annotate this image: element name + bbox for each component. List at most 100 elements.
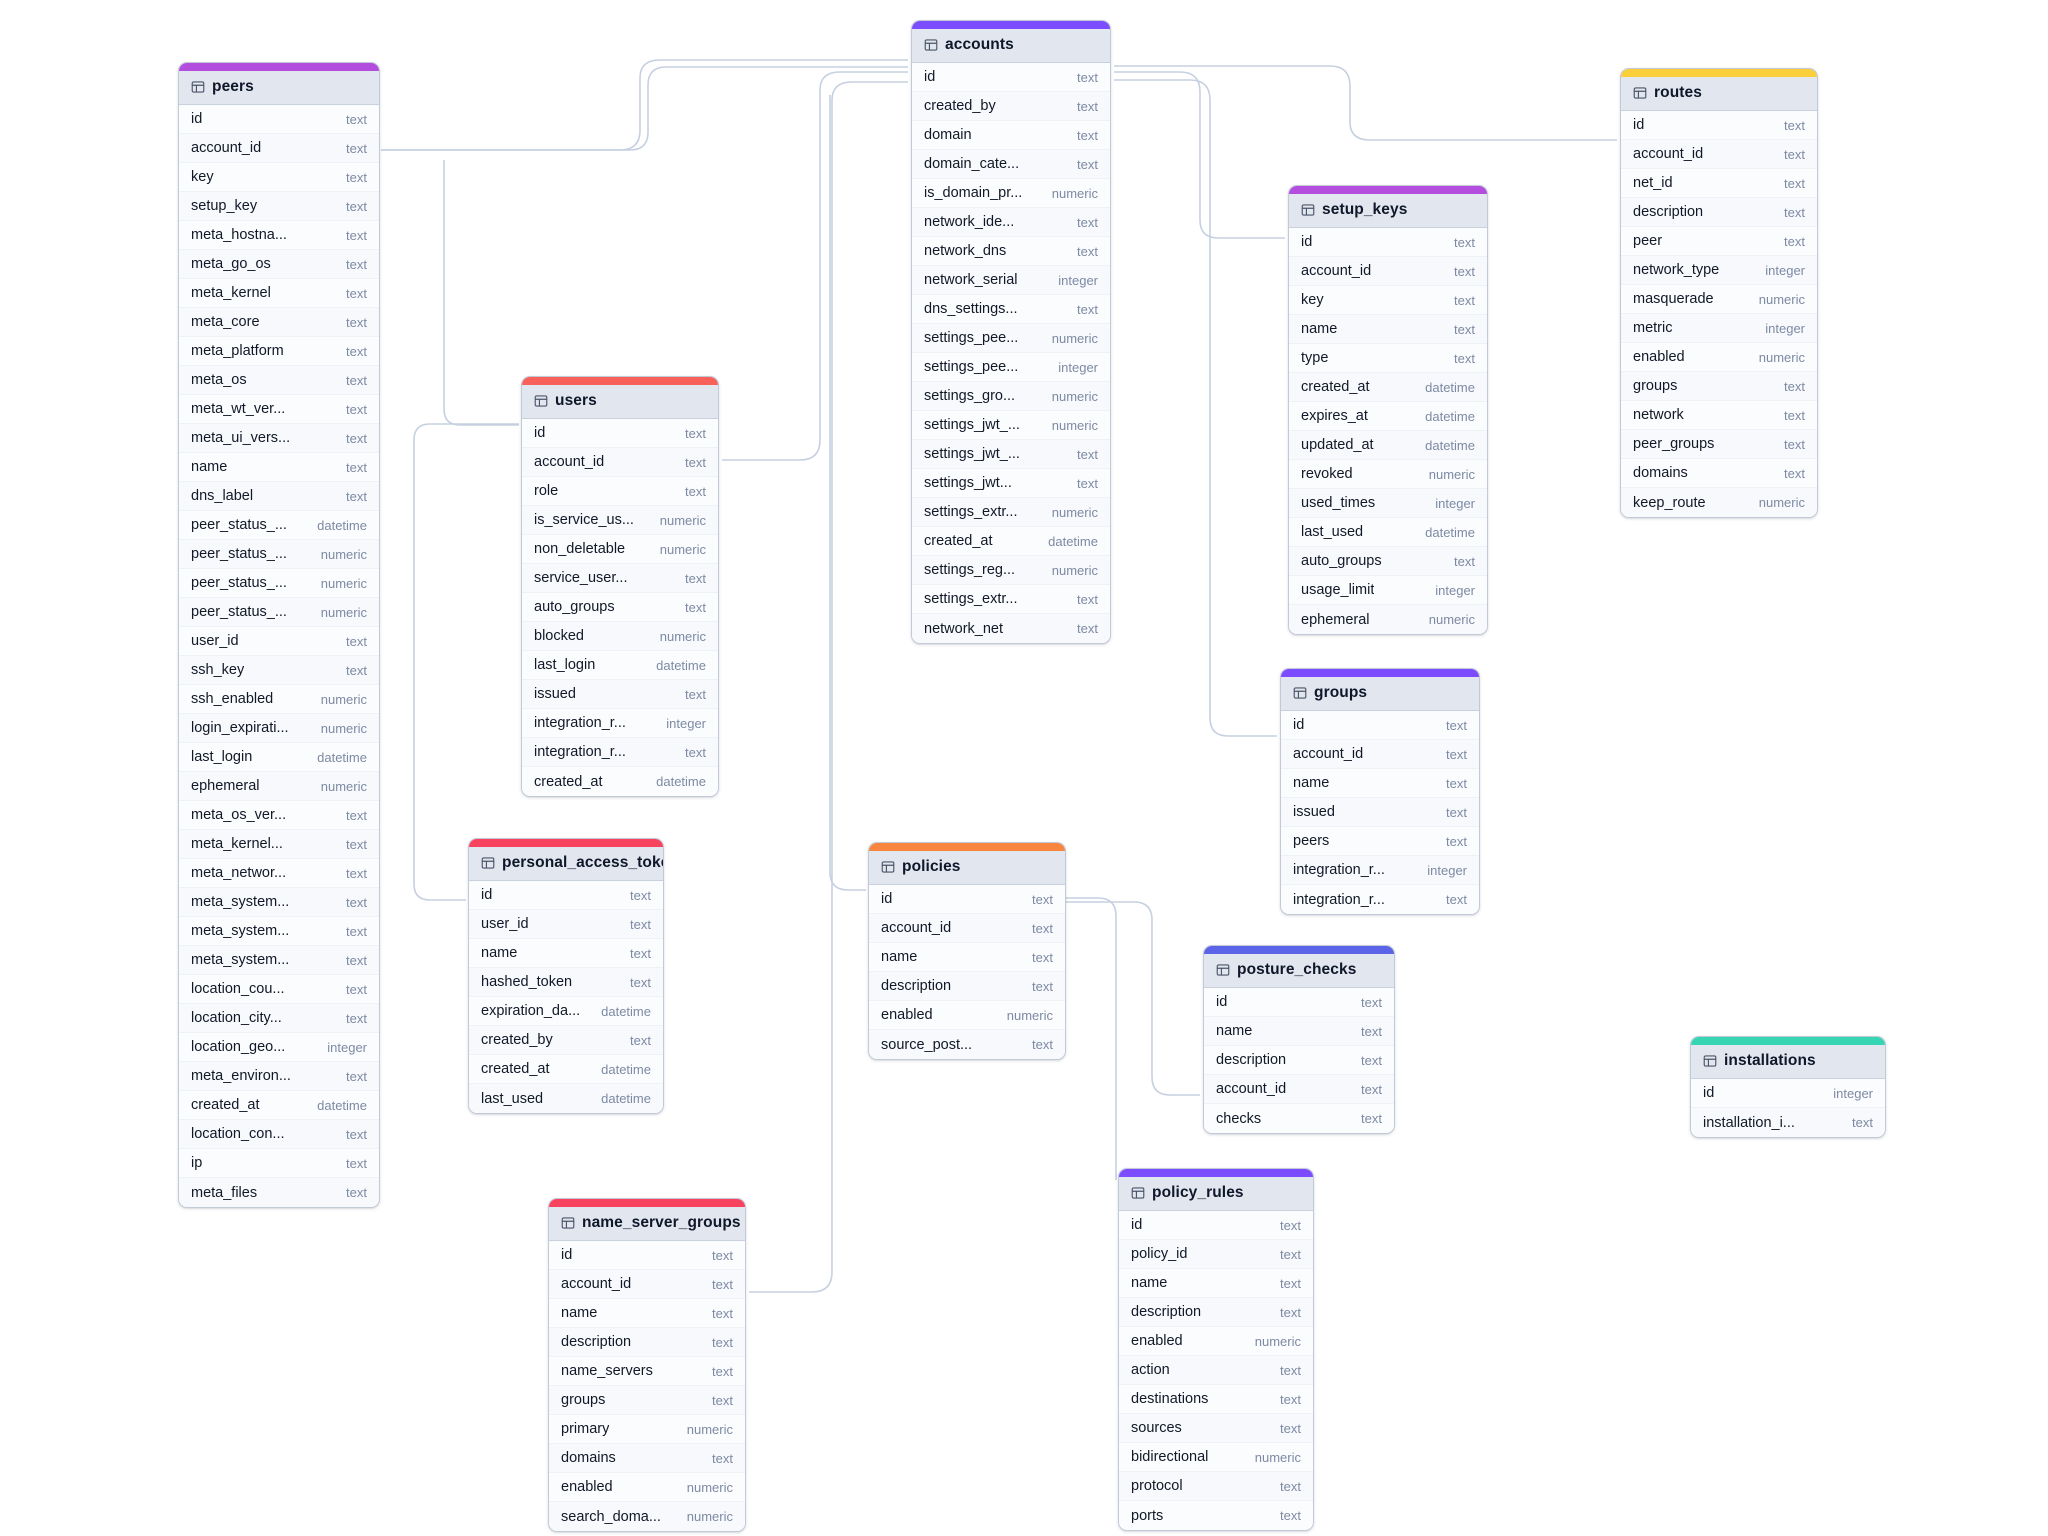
field-row[interactable]: settings_jwt...text [912,469,1110,498]
field-row[interactable]: is_domain_pr...numeric [912,179,1110,208]
field-row[interactable]: location_geo...integer [179,1033,379,1062]
field-row[interactable]: login_expirati...numeric [179,714,379,743]
field-row[interactable]: location_con...text [179,1120,379,1149]
field-row[interactable]: meta_environ...text [179,1062,379,1091]
field-row[interactable]: settings_extr...numeric [912,498,1110,527]
field-row[interactable]: settings_pee...numeric [912,324,1110,353]
field-row[interactable]: meta_system...text [179,917,379,946]
table-header-posture_checks[interactable]: posture_checks [1204,954,1394,988]
field-row[interactable]: integration_r...text [1281,885,1479,914]
table-header-accounts[interactable]: accounts [912,29,1110,63]
table-header-groups[interactable]: groups [1281,677,1479,711]
field-row[interactable]: location_city...text [179,1004,379,1033]
table-header-routes[interactable]: routes [1621,77,1817,111]
table-header-policy_rules[interactable]: policy_rules [1119,1177,1313,1211]
field-row[interactable]: network_ide...text [912,208,1110,237]
field-row[interactable]: settings_gro...numeric [912,382,1110,411]
field-row[interactable]: meta_system...text [179,946,379,975]
field-row[interactable]: meta_networ...text [179,859,379,888]
field-row[interactable]: integration_r...integer [522,709,718,738]
field-row[interactable]: meta_hostna...text [179,221,379,250]
field-row[interactable]: dns_settings...text [912,295,1110,324]
field-row[interactable]: peer_status_...datetime [179,511,379,540]
